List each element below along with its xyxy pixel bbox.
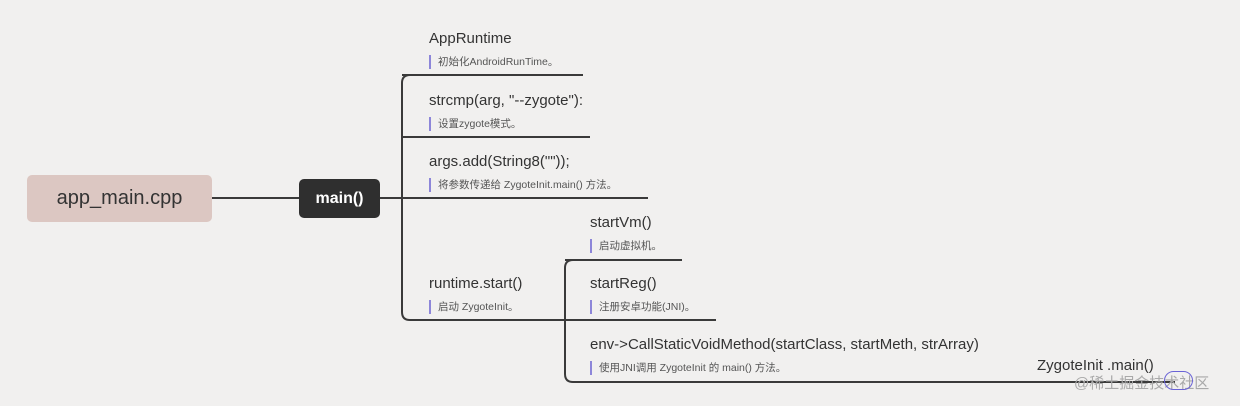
- main-node-label: main(): [315, 189, 364, 207]
- sub-title: env->CallStaticVoidMethod(startClass, st…: [590, 336, 979, 353]
- branch-node-strcmp[interactable]: strcmp(arg, "--zygote"): 设置zygote模式。: [429, 92, 583, 131]
- branch-note: 将参数传递给 ZygoteInit.main() 方法。: [429, 178, 617, 192]
- branch-node-args-add[interactable]: args.add(String8("")); 将参数传递给 ZygoteInit…: [429, 153, 617, 192]
- branch-title: AppRuntime: [429, 30, 512, 47]
- leaf-title: ZygoteInit .main(): [1037, 357, 1154, 374]
- sub-title: startReg(): [590, 275, 657, 292]
- sub-node-callstaticvoidmethod[interactable]: env->CallStaticVoidMethod(startClass, st…: [590, 336, 979, 375]
- branch-title: strcmp(arg, "--zygote"):: [429, 92, 584, 109]
- sub-node-startreg[interactable]: startReg() 注册安卓功能(JNI)。: [590, 275, 695, 314]
- branch-note: 初始化AndroidRunTime。: [429, 55, 558, 69]
- watermark-badge-icon: [1164, 371, 1193, 390]
- branch-note: 启动 ZygoteInit。: [429, 300, 522, 314]
- sub-title: startVm(): [590, 214, 652, 231]
- root-node-label: app_main.cpp: [56, 187, 183, 209]
- branch-node-appruntime[interactable]: AppRuntime 初始化AndroidRunTime。: [429, 30, 558, 69]
- branch-title: runtime.start(): [429, 275, 523, 292]
- sub-note: 使用JNI调用 ZygoteInit 的 main() 方法。: [590, 361, 979, 375]
- watermark: @稀土掘金技术社区: [1074, 375, 1210, 392]
- sub-note: 注册安卓功能(JNI)。: [590, 300, 695, 314]
- branch-title: args.add(String8(""));: [429, 153, 570, 170]
- branch-note: 设置zygote模式。: [429, 117, 583, 131]
- main-node[interactable]: main(): [299, 179, 380, 218]
- sub-note: 启动虚拟机。: [590, 239, 662, 253]
- leaf-node-zygoteinit-main[interactable]: ZygoteInit .main(): [1037, 357, 1154, 375]
- root-node[interactable]: app_main.cpp: [27, 175, 212, 222]
- sub-node-startvm[interactable]: startVm() 启动虚拟机。: [590, 214, 662, 253]
- branch-node-runtime-start[interactable]: runtime.start() 启动 ZygoteInit。: [429, 275, 522, 314]
